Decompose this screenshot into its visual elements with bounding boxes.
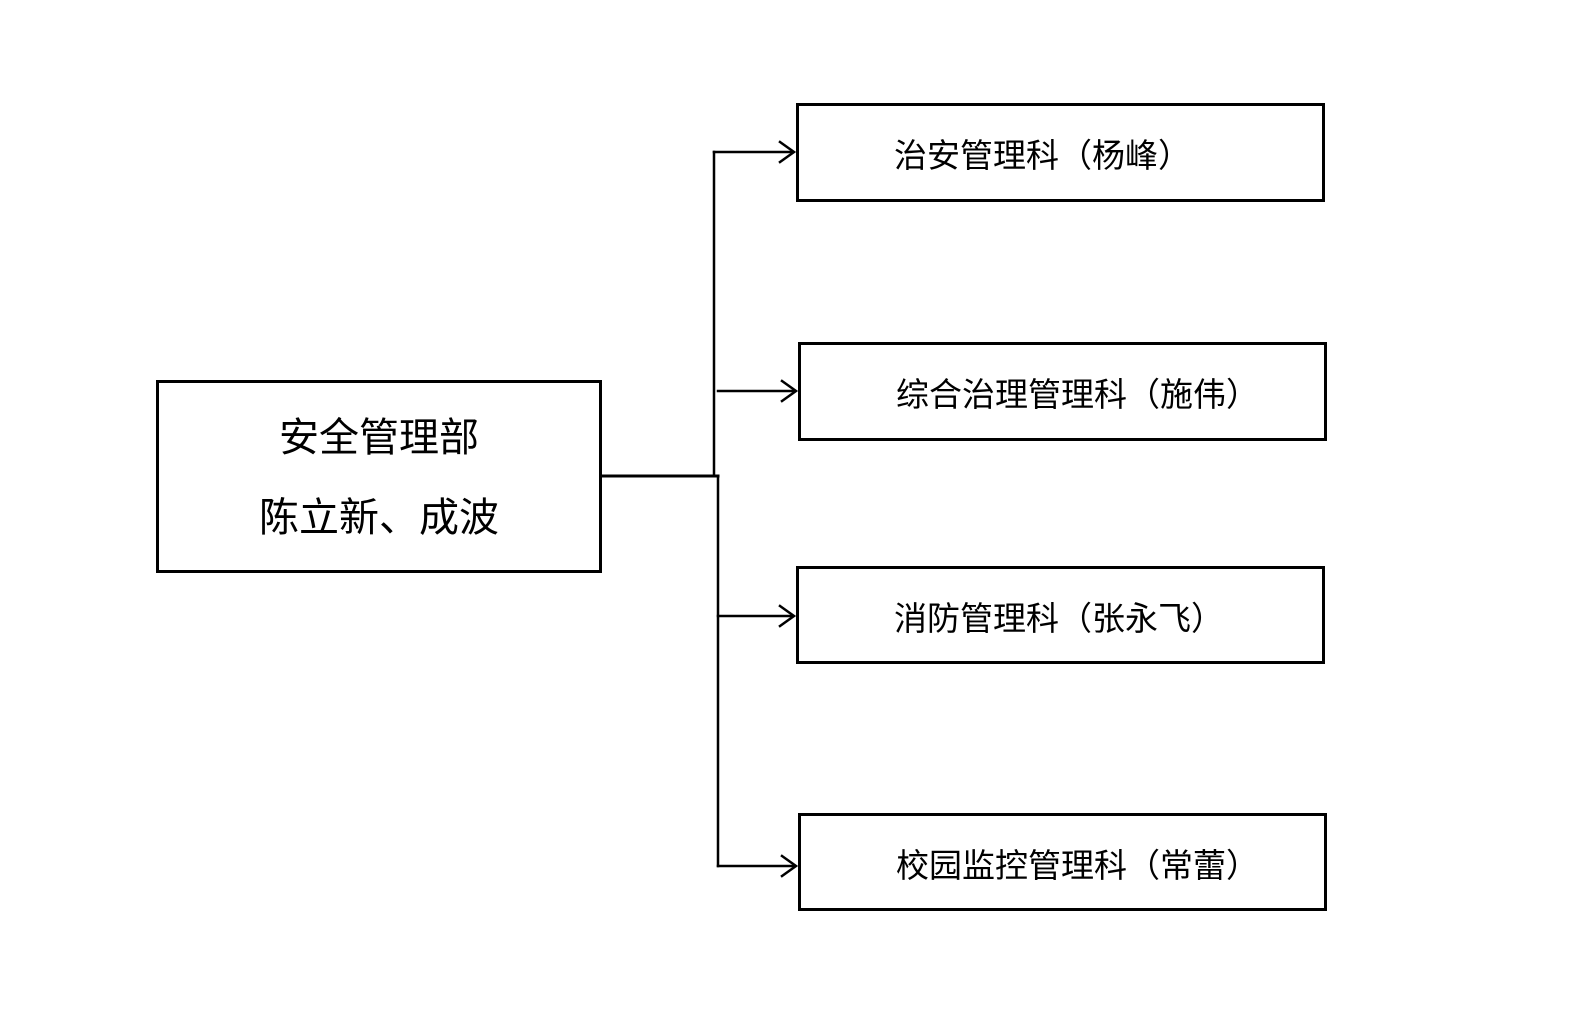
sub-unit-box-1: 治安管理科（杨峰） xyxy=(796,103,1325,202)
arrowhead-4 xyxy=(780,854,799,878)
department-leaders: 陈立新、成波 xyxy=(259,495,499,541)
root-department-box: 安全管理部 陈立新、成波 xyxy=(156,380,602,573)
sub-unit-label: 校园监控管理科（常蕾） xyxy=(896,846,1259,885)
arrowhead-2 xyxy=(780,379,799,403)
sub-unit-label: 治安管理科（杨峰） xyxy=(894,136,1191,175)
sub-unit-box-2: 综合治理管理科（施伟） xyxy=(798,342,1327,441)
sub-unit-label: 消防管理科（张永飞） xyxy=(894,599,1224,638)
arrowhead-3 xyxy=(778,604,797,628)
department-title: 安全管理部 xyxy=(279,415,479,461)
sub-unit-box-3: 消防管理科（张永飞） xyxy=(796,566,1325,664)
sub-unit-label: 综合治理管理科（施伟） xyxy=(896,375,1259,414)
sub-unit-box-4: 校园监控管理科（常蕾） xyxy=(798,813,1327,911)
arrowhead-1 xyxy=(778,140,797,164)
